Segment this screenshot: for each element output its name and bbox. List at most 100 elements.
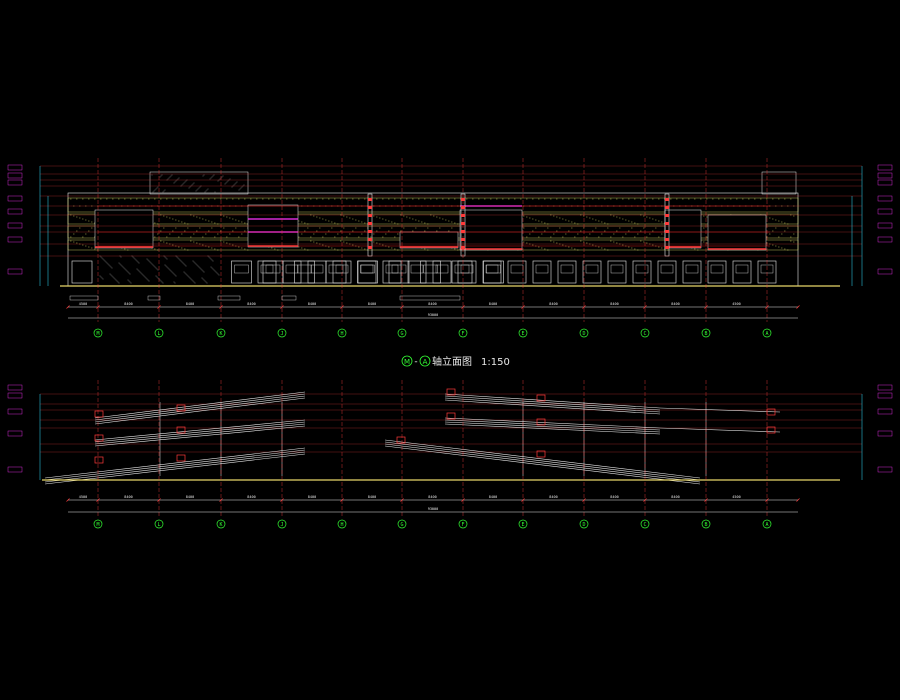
upper-axis-label: G <box>400 331 403 337</box>
column-band <box>461 198 465 201</box>
stone-texture-dot <box>138 270 140 272</box>
lower-axis-bubble <box>579 519 589 529</box>
stone-texture-dot <box>168 177 170 179</box>
level-tag <box>7 164 23 171</box>
stone-texture-dot <box>100 256 102 258</box>
facade-band <box>67 197 799 213</box>
lower-axis-bubble <box>154 519 164 529</box>
stone-texture-dot <box>169 176 171 178</box>
stone-texture-dot <box>225 182 227 184</box>
column-band <box>665 198 669 201</box>
ramp-edge <box>384 443 701 483</box>
garage-door <box>732 260 752 284</box>
stone-texture-dot <box>184 181 186 183</box>
level-tag <box>877 236 893 243</box>
lower-dim-text: 8400 <box>247 495 255 499</box>
level-tag <box>7 408 23 415</box>
garage-window <box>460 264 474 274</box>
level-tag <box>877 195 893 202</box>
stone-texture-dot <box>166 266 168 268</box>
stone-texture-dot <box>164 189 166 191</box>
stone-texture-dot <box>202 175 204 177</box>
garage-door <box>420 260 441 284</box>
garage-window <box>635 264 649 274</box>
ramp-joint <box>94 456 104 464</box>
garage-door <box>282 260 302 284</box>
garage-window <box>391 264 407 274</box>
column-band <box>368 238 372 241</box>
stone-texture-dot <box>175 180 177 182</box>
stone-texture-dot <box>195 263 197 265</box>
garage-window <box>260 264 274 274</box>
stone-texture-dot <box>192 280 194 282</box>
stone-texture-dot <box>129 273 131 275</box>
garage-window <box>510 264 524 274</box>
upper-dim-text: 8400 <box>186 302 194 306</box>
stone-texture-dot <box>184 264 186 266</box>
stone-texture-dot <box>213 269 215 271</box>
ramp-joint <box>536 450 546 458</box>
stone-texture-dot <box>146 258 148 260</box>
stone-texture-dot <box>191 184 193 186</box>
upper-axis-label: B <box>704 331 707 337</box>
stone-texture-dot <box>243 184 245 186</box>
lower-axis-label: A <box>765 522 768 528</box>
stone-texture-dot <box>138 262 140 264</box>
stone-texture-dot <box>171 271 173 273</box>
stone-texture-dot <box>108 264 110 266</box>
stone-texture-dot <box>172 272 174 274</box>
stone-texture-dot <box>204 280 206 282</box>
stone-texture-dot <box>115 279 117 281</box>
column-band <box>368 206 372 209</box>
ground-segment <box>147 295 161 301</box>
lower-axis-bubble <box>701 519 711 529</box>
ramp-joint <box>396 436 406 444</box>
upper-axis-bubble <box>154 328 164 338</box>
ramp-joint <box>446 388 456 396</box>
stone-texture-dot <box>114 278 116 280</box>
garage-door <box>457 260 477 284</box>
stone-texture-dot <box>101 257 103 259</box>
level-tag <box>7 392 23 399</box>
ramp-joint <box>176 404 186 412</box>
stone-texture-dot <box>196 189 198 191</box>
drawing-title: M - A 轴立面图 1:150 <box>401 355 510 368</box>
stone-texture-dot <box>127 279 129 281</box>
upper-axis-bubble <box>337 328 347 338</box>
stone-texture-dot <box>181 261 183 263</box>
stone-texture-dot <box>183 271 185 273</box>
garage-door <box>707 260 727 284</box>
stone-texture-dot <box>199 267 201 269</box>
stone-texture-dot <box>183 182 185 184</box>
stone-texture-dot <box>161 174 163 176</box>
stone-texture-dot <box>162 282 164 284</box>
stone-texture-dot <box>214 191 216 193</box>
upper-level-lines <box>40 165 862 257</box>
stone-texture-dot <box>116 280 118 282</box>
stone-texture-dot <box>180 260 182 262</box>
level-tag <box>7 195 23 202</box>
stone-texture-dot <box>155 188 157 190</box>
stone-texture-dot <box>185 180 187 182</box>
lower-axis-bubble <box>640 519 650 529</box>
lower-dim-tick <box>796 498 800 502</box>
lower-dim-tick <box>461 498 465 502</box>
stone-texture-dot <box>152 264 154 266</box>
stone-texture-dot <box>235 182 237 184</box>
stone-texture-dot <box>148 260 150 262</box>
garage-door <box>532 260 552 284</box>
ground-segment <box>217 295 241 301</box>
upper-dim-tick <box>796 305 800 309</box>
garage-door <box>307 260 327 284</box>
stone-texture-dot <box>144 276 146 278</box>
column-band <box>368 198 372 201</box>
garage-window <box>610 264 624 274</box>
upper-dim-tick <box>400 305 404 309</box>
upper-dim-tick <box>582 305 586 309</box>
garage-door <box>607 260 627 284</box>
upper-dim-text: 8400 <box>489 302 497 306</box>
stone-texture-dot <box>176 256 178 258</box>
ramp-edge <box>659 407 781 413</box>
stone-texture-dot <box>207 188 209 190</box>
garage-door <box>407 260 427 284</box>
